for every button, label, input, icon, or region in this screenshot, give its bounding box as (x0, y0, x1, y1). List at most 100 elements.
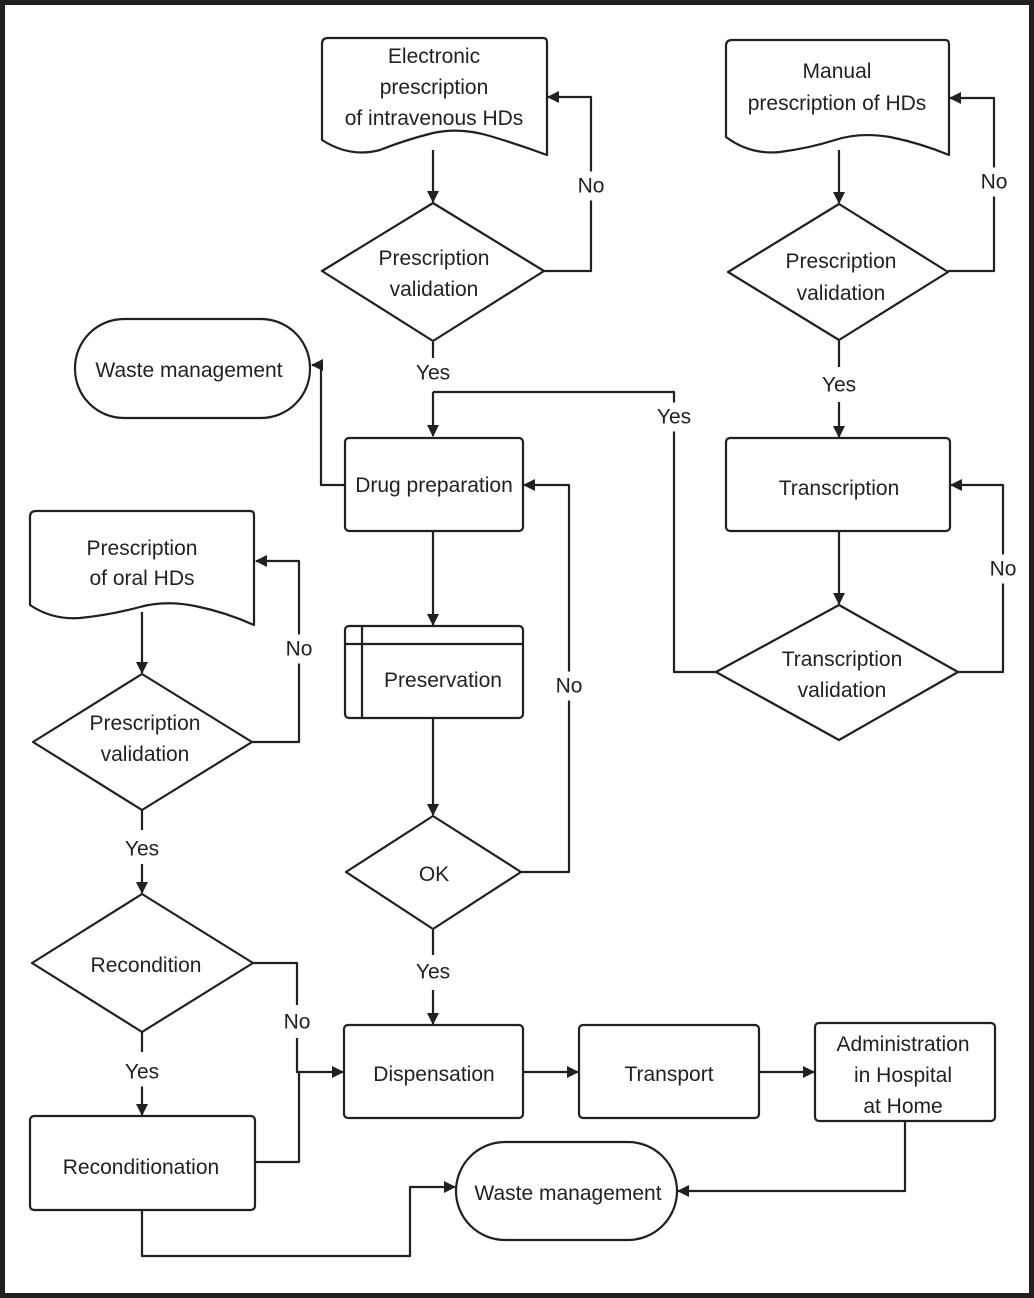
node-preservation: Preservation (343, 624, 525, 720)
label-no-recondition: No (284, 1011, 311, 1034)
svg-text:of oral HDs: of oral HDs (89, 567, 194, 590)
label-yes-ok: Yes (416, 961, 450, 984)
edge-transcription-validation-yes (672, 430, 716, 674)
edge-recondition-no (253, 961, 299, 1005)
svg-text:validation: validation (101, 743, 190, 766)
node-text-line: OK (419, 863, 449, 886)
label-yes-recondition: Yes (125, 1061, 159, 1084)
node-waste-management-bottom: Waste management (454, 1140, 679, 1242)
node-text-line: Drug preparation (355, 474, 513, 497)
node-dispensation: Dispensation (342, 1023, 525, 1120)
edge-label-background (413, 358, 453, 388)
edge-label-background (413, 957, 453, 987)
svg-text:Transcription: Transcription (779, 477, 900, 500)
edge-label-background (122, 1057, 162, 1087)
svg-text:Electronic: Electronic (388, 45, 480, 68)
svg-text:at Home: at Home (863, 1095, 942, 1118)
label-yes-electronic: Yes (416, 362, 450, 385)
svg-text:validation: validation (798, 679, 887, 702)
edge-transcription-yes-top (433, 390, 676, 405)
svg-text:Transcription: Transcription (782, 648, 903, 671)
label-no-electronic: No (578, 175, 605, 198)
node-text-line: Reconditionation (63, 1156, 219, 1179)
edge-reconditionation-to-dispensation (256, 1072, 301, 1164)
node-recondition: Recondition (30, 892, 255, 1034)
node-transcription-validation: Transcription validation (714, 603, 960, 742)
node-transcription: Transcription (724, 436, 952, 533)
edge-administration-to-waste (677, 1121, 907, 1197)
svg-text:Manual: Manual (803, 60, 872, 83)
edge-reconditionation-to-waste (140, 1181, 456, 1258)
svg-text:Recondition: Recondition (91, 954, 202, 977)
node-text-line: Manual (803, 60, 872, 83)
svg-text:validation: validation (390, 278, 479, 301)
node-text-line: Administration (836, 1033, 969, 1056)
label-no-oral: No (286, 638, 313, 661)
node-text-line: Waste management (95, 359, 282, 382)
edge-label-background (978, 167, 1010, 197)
node-text-line: Waste management (474, 1182, 661, 1205)
edge-label-background (553, 671, 585, 701)
node-reconditionation: Reconditionation (28, 1114, 257, 1212)
svg-text:Preservation: Preservation (384, 669, 502, 692)
node-electronic-prescription: Electronic prescription of intravenous H… (320, 36, 549, 157)
edge-label-background (987, 554, 1019, 584)
node-text-line: validation (797, 282, 886, 305)
edge-recondition-no-down (295, 1038, 344, 1078)
svg-text:Reconditionation: Reconditionation (63, 1156, 219, 1179)
svg-text:Administration: Administration (836, 1033, 969, 1056)
svg-text:Prescription: Prescription (786, 250, 897, 273)
svg-text:validation: validation (797, 282, 886, 305)
svg-text:Dispensation: Dispensation (373, 1063, 494, 1086)
node-text-line: Dispensation (373, 1063, 494, 1086)
node-validation-electronic: Prescription validation (320, 201, 546, 343)
node-text-line: prescription (380, 76, 489, 99)
node-waste-management-top: Waste management (73, 317, 312, 420)
node-text-line: of intravenous HDs (345, 107, 524, 130)
edge-drug-prep-to-waste (311, 359, 345, 487)
svg-text:Waste management: Waste management (95, 359, 282, 382)
label-yes-transcription: Yes (657, 406, 691, 429)
node-text-line: Electronic (388, 45, 480, 68)
svg-text:prescription: prescription (380, 76, 489, 99)
node-text-line: Prescription (90, 712, 201, 735)
node-drug-preparation: Drug preparation (343, 436, 525, 533)
label-yes-oral: Yes (125, 838, 159, 861)
node-text-line: Transcription (779, 477, 900, 500)
label-yes-manual: Yes (822, 374, 856, 397)
node-text-line: Preservation (384, 669, 502, 692)
node-transport: Transport (577, 1023, 761, 1120)
node-text-line: Recondition (91, 954, 202, 977)
svg-text:Prescription: Prescription (90, 712, 201, 735)
svg-text:of intravenous HDs: of intravenous HDs (345, 107, 524, 130)
svg-text:Waste management: Waste management (474, 1182, 661, 1205)
edge-label-background (819, 370, 859, 400)
svg-text:in Hospital: in Hospital (854, 1064, 952, 1087)
label-no-ok: No (556, 675, 583, 698)
node-manual-prescription: Manual prescription of HDs (724, 38, 951, 157)
node-text-line: of oral HDs (89, 567, 194, 590)
node-text-line: validation (390, 278, 479, 301)
node-validation-manual: Prescription validation (726, 202, 950, 342)
node-text-line: validation (101, 743, 190, 766)
label-no-manual: No (981, 171, 1008, 194)
node-text-line: Transcription (782, 648, 903, 671)
node-text-line: Transport (624, 1063, 713, 1086)
svg-text:Drug preparation: Drug preparation (355, 474, 513, 497)
edge-label-background (283, 634, 315, 664)
edge-label-background (575, 171, 607, 201)
node-text-line: in Hospital (854, 1064, 952, 1087)
node-text-line: validation (798, 679, 887, 702)
node-text-line: Prescription (786, 250, 897, 273)
node-text-line: prescription of HDs (748, 92, 927, 115)
edge-label-background (281, 1007, 313, 1037)
edge-label-background (654, 402, 694, 432)
svg-text:Transport: Transport (624, 1063, 713, 1086)
node-validation-oral: Prescription validation (31, 672, 254, 812)
node-text-line: Prescription (87, 537, 198, 560)
node-text-line: at Home (863, 1095, 942, 1118)
edge-label-background (122, 834, 162, 864)
svg-text:Prescription: Prescription (379, 247, 490, 270)
svg-text:Prescription: Prescription (87, 537, 198, 560)
